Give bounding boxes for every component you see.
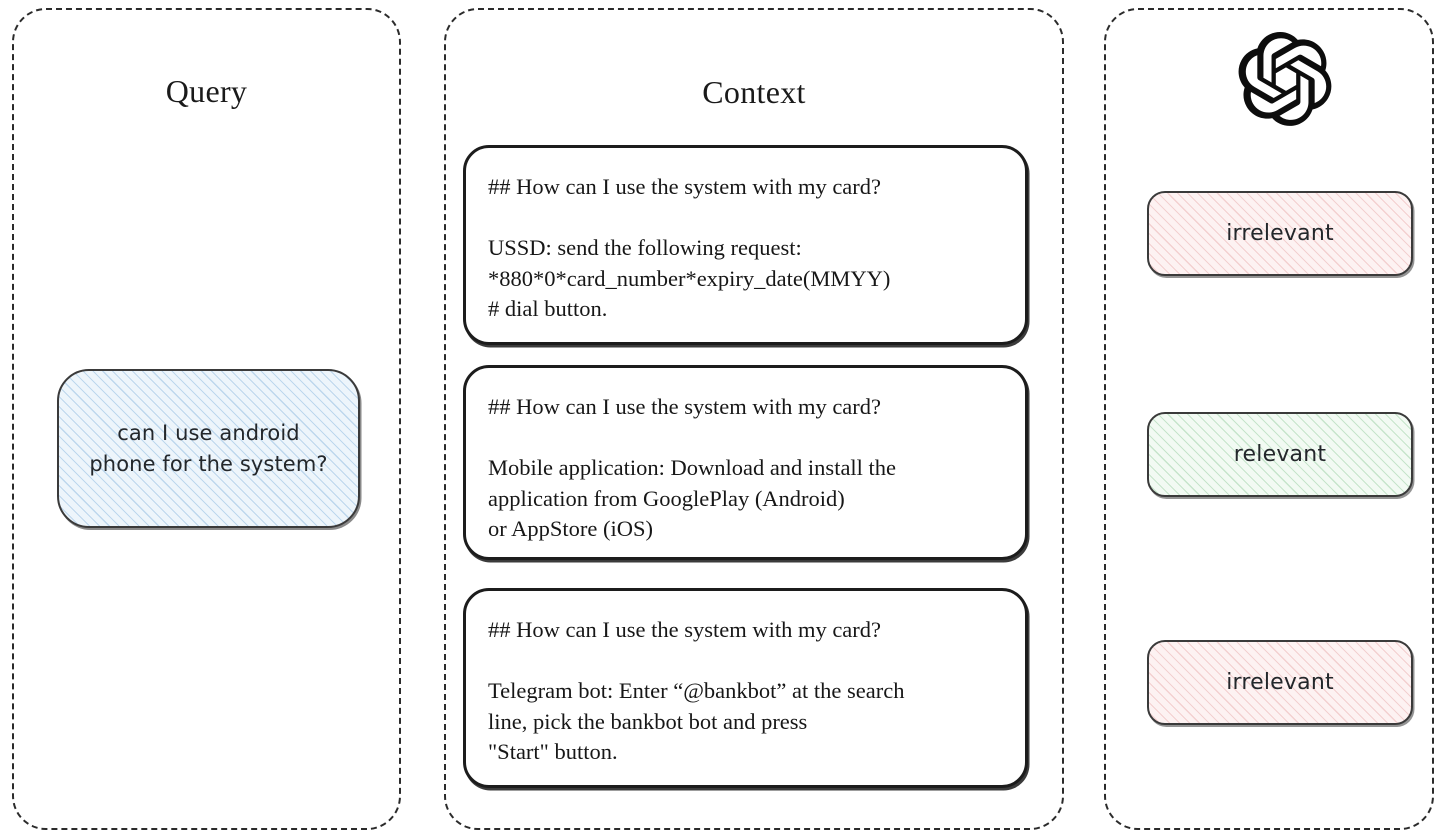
verdict-label: irrelevant [1226,221,1334,246]
query-panel-title: Query [165,73,248,109]
verdict-label: relevant [1233,442,1327,467]
query-panel: Query [12,8,401,830]
verdict-label: irrelevant [1226,670,1334,695]
context-card: ## How can I use the system with my card… [463,365,1028,560]
context-card-text: ## How can I use the system with my card… [488,617,905,765]
query-bubble: can I use android phone for the system? [57,369,360,528]
verdict-chip-irrelevant: irrelevant [1147,640,1413,725]
context-panel-title: Context [702,74,806,110]
context-card-text: ## How can I use the system with my card… [488,174,891,322]
context-card: ## How can I use the system with my card… [463,145,1028,345]
answer-panel [1104,8,1434,830]
context-card-text: ## How can I use the system with my card… [488,394,897,542]
query-bubble-text: can I use android phone for the system? [89,421,328,476]
context-card: ## How can I use the system with my card… [463,588,1028,788]
verdict-chip-relevant: relevant [1147,412,1413,497]
openai-logo-icon [1238,31,1332,126]
context-panel: Context [444,8,1064,830]
verdict-chip-irrelevant: irrelevant [1147,191,1413,276]
